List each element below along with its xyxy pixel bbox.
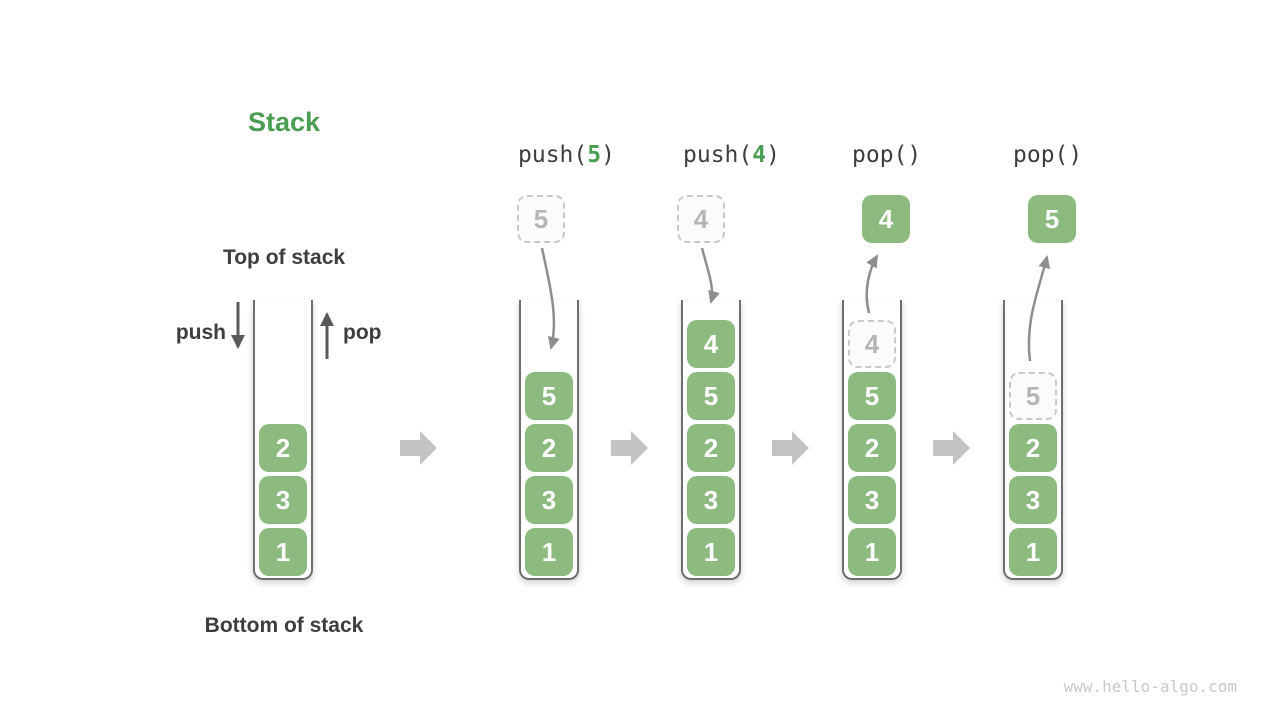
push-label: push bbox=[175, 321, 226, 344]
transition-arrow-icon bbox=[772, 431, 809, 465]
stack-item: 2 bbox=[525, 424, 573, 472]
transition-arrow-icon bbox=[933, 431, 970, 465]
stack-item: 3 bbox=[259, 476, 307, 524]
transition-arrow-icon bbox=[400, 431, 437, 465]
operation-text: ) bbox=[601, 142, 615, 168]
operation-text: push( bbox=[518, 142, 588, 168]
stack-item: 1 bbox=[1009, 528, 1057, 576]
watermark: www.hello-algo.com bbox=[1063, 677, 1237, 696]
stack-item: 5 bbox=[525, 372, 573, 420]
stack-item: 2 bbox=[848, 424, 896, 472]
stack-item: 1 bbox=[259, 528, 307, 576]
operation-text: pop() bbox=[1013, 142, 1083, 168]
stack-item: 2 bbox=[1009, 424, 1057, 472]
stack-container-push-4 bbox=[681, 300, 741, 580]
operation-text: pop() bbox=[852, 142, 922, 168]
operation-label-push-5: push(5) bbox=[518, 142, 615, 168]
stack-item: 3 bbox=[848, 476, 896, 524]
stack-container-push-5 bbox=[519, 300, 579, 580]
stack-container-pop-5 bbox=[1003, 300, 1063, 580]
operation-label-pop-5: pop() bbox=[1013, 142, 1082, 168]
stack-item: 5 bbox=[687, 372, 735, 420]
push-into-stack-arrow bbox=[700, 247, 720, 304]
stack-item: 3 bbox=[687, 476, 735, 524]
floating-item: 4 bbox=[862, 195, 910, 243]
stack-item: 3 bbox=[1009, 476, 1057, 524]
operation-text: ) bbox=[766, 142, 780, 168]
stack-item: 3 bbox=[525, 476, 573, 524]
floating-item: 5 bbox=[1028, 195, 1076, 243]
stack-item: 1 bbox=[687, 528, 735, 576]
transition-arrow-icon bbox=[611, 431, 648, 465]
stack-container-pop-4 bbox=[842, 300, 902, 580]
stack-item: 5 bbox=[848, 372, 896, 420]
bottom-of-stack-label: Bottom of stack bbox=[204, 614, 364, 637]
pop-label: pop bbox=[343, 321, 382, 344]
stack-item: 4 bbox=[687, 320, 735, 368]
stack-item: 1 bbox=[848, 528, 896, 576]
stack-item: 1 bbox=[525, 528, 573, 576]
top-of-stack-label: Top of stack bbox=[222, 246, 346, 269]
operation-text: push( bbox=[683, 142, 753, 168]
floating-item-ghost: 5 bbox=[517, 195, 565, 243]
operation-arg: 5 bbox=[587, 142, 602, 168]
operation-label-push-4: push(4) bbox=[683, 142, 780, 168]
stack-container-initial bbox=[253, 300, 313, 580]
operation-label-pop-4: pop() bbox=[852, 142, 921, 168]
diagram-title: Stack bbox=[247, 107, 321, 137]
operation-arg: 4 bbox=[752, 142, 767, 168]
floating-item-ghost: 4 bbox=[677, 195, 725, 243]
stack-item: 2 bbox=[687, 424, 735, 472]
stack-item: 2 bbox=[259, 424, 307, 472]
stack-item-ghost: 5 bbox=[1009, 372, 1057, 420]
stack-item-ghost: 4 bbox=[848, 320, 896, 368]
